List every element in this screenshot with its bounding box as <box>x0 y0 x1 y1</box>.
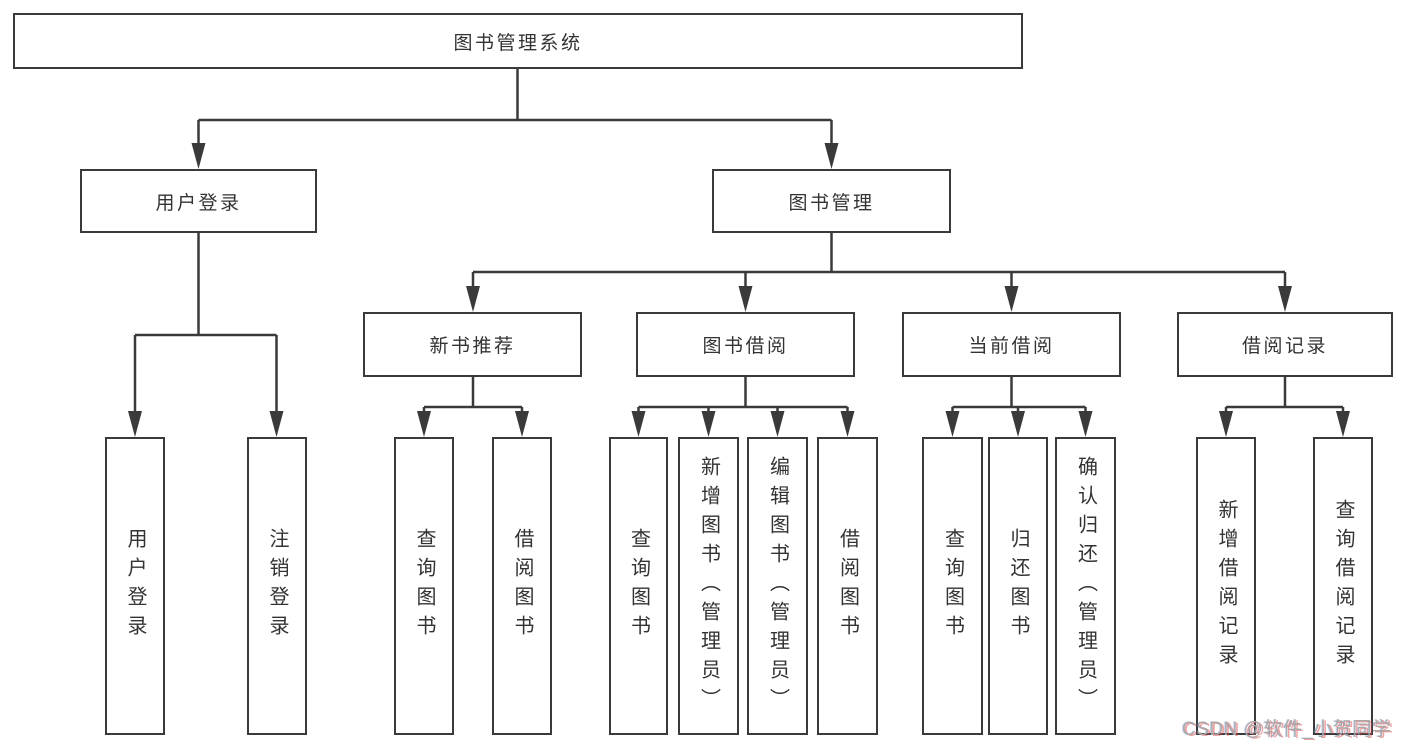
node-label: 用户登录 <box>155 192 242 214</box>
node-label: 编辑图书（管理员） <box>766 455 789 717</box>
node-user-login: 用户登录 <box>80 169 317 233</box>
node-label: 查询借阅记录 <box>1332 499 1354 673</box>
leaf-recommend-query-books: 查询图书 <box>394 437 454 735</box>
leaf-recommend-borrow-books: 借阅图书 <box>492 437 552 735</box>
leaf-current-confirm-return-admin: 确认归还（管理员） <box>1055 437 1116 735</box>
node-label: 借阅图书 <box>836 528 859 644</box>
leaf-logout: 注销登录 <box>247 437 307 735</box>
node-current-borrow: 当前借阅 <box>902 312 1121 377</box>
leaf-borrow-add-books-admin: 新增图书（管理员） <box>678 437 739 735</box>
node-label: 确认归还（管理员） <box>1074 455 1097 717</box>
leaf-borrow-edit-books-admin: 编辑图书（管理员） <box>747 437 808 735</box>
leaf-borrow-query-books: 查询图书 <box>609 437 668 735</box>
leaf-records-add-record: 新增借阅记录 <box>1196 437 1256 735</box>
node-label: 当前借阅 <box>968 336 1055 357</box>
node-label: 新增借阅记录 <box>1215 499 1237 673</box>
leaf-current-return-books: 归还图书 <box>988 437 1048 735</box>
node-label: 图书管理系统 <box>453 32 583 54</box>
node-label: 查询图书 <box>627 528 650 644</box>
watermark: CSDN @软件_小贺同学 <box>1182 719 1392 740</box>
node-label: 借阅图书 <box>511 528 533 644</box>
node-label: 借阅记录 <box>1241 336 1328 357</box>
node-book-borrow: 图书借阅 <box>636 312 855 377</box>
node-label: 新书推荐 <box>429 336 516 357</box>
node-label: 归还图书 <box>1007 528 1029 644</box>
node-label: 查询图书 <box>941 528 964 644</box>
arrowheads <box>128 143 1350 437</box>
node-new-book-recommend: 新书推荐 <box>363 312 582 377</box>
leaf-borrow-borrow-books: 借阅图书 <box>817 437 878 735</box>
node-label: 用户登录 <box>124 528 146 644</box>
node-label: 图书借阅 <box>702 336 789 357</box>
node-book-management: 图书管理 <box>712 169 951 233</box>
node-label: 查询图书 <box>413 528 435 644</box>
node-borrow-records: 借阅记录 <box>1177 312 1393 377</box>
leaf-user-login: 用户登录 <box>105 437 165 735</box>
node-label: 图书管理 <box>788 192 875 214</box>
node-root-system: 图书管理系统 <box>13 13 1023 69</box>
leaf-current-query-books: 查询图书 <box>922 437 983 735</box>
leaf-records-query-record: 查询借阅记录 <box>1313 437 1373 735</box>
node-label: 新增图书（管理员） <box>697 455 720 717</box>
node-label: 注销登录 <box>266 528 288 644</box>
